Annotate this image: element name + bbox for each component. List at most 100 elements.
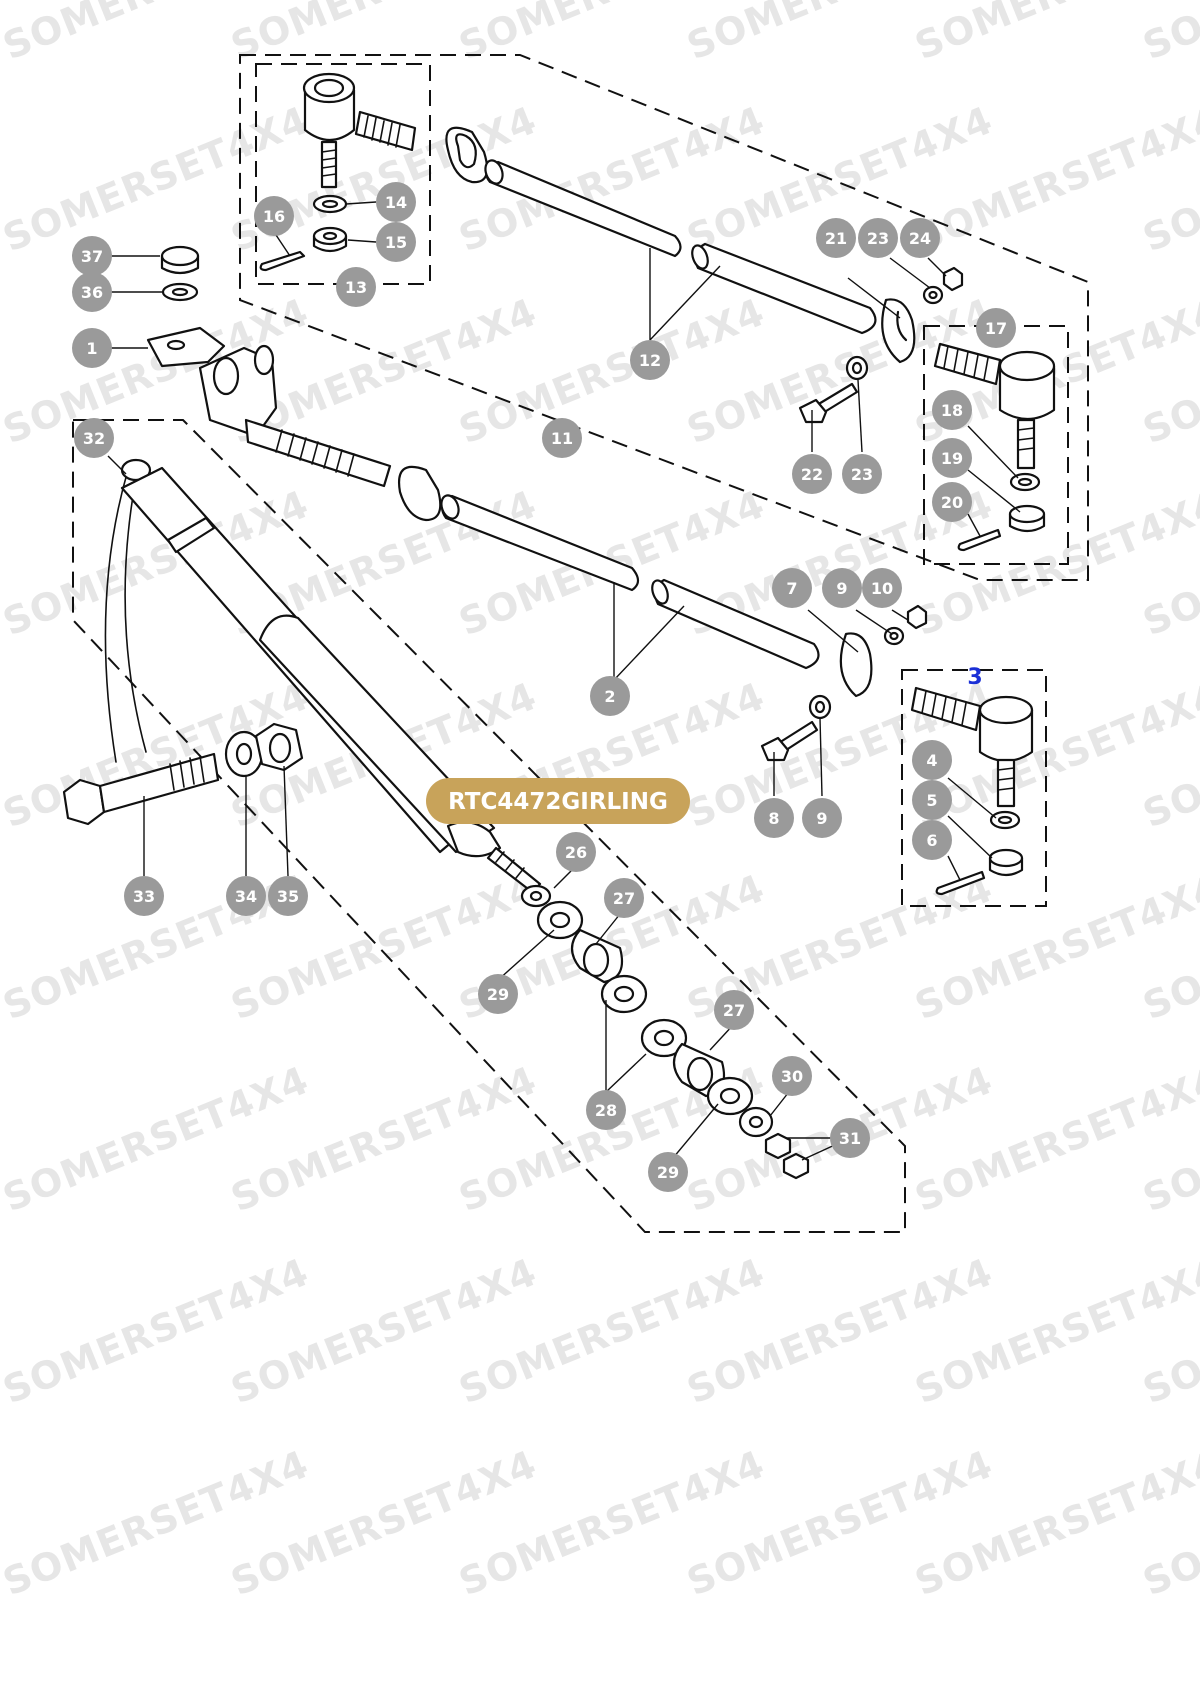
callout-29b[interactable]: 29: [648, 1152, 688, 1192]
callout-13[interactable]: 13: [336, 267, 376, 307]
callout-number[interactable]: 16: [263, 207, 285, 226]
part-number-pill[interactable]: [426, 778, 690, 824]
callout-number[interactable]: 23: [867, 229, 889, 248]
callout-number[interactable]: 33: [133, 887, 155, 906]
callout-16[interactable]: 16: [254, 196, 294, 236]
callout-number[interactable]: 1: [86, 339, 97, 358]
callout-circle[interactable]: [72, 328, 112, 368]
callout-34[interactable]: 34: [226, 876, 266, 916]
callout-circle[interactable]: [124, 876, 164, 916]
callout-circle[interactable]: [376, 222, 416, 262]
callout-33[interactable]: 33: [124, 876, 164, 916]
callout-circle[interactable]: [586, 1090, 626, 1130]
callout-14[interactable]: 14: [376, 182, 416, 222]
callout-circle[interactable]: [772, 1056, 812, 1096]
callout-number[interactable]: 26: [565, 843, 587, 862]
callout-circle[interactable]: [556, 832, 596, 872]
callout-28[interactable]: 28: [586, 1090, 626, 1130]
callout-number[interactable]: 37: [81, 247, 103, 266]
callout-number[interactable]: 24: [909, 229, 931, 248]
callout-circle[interactable]: [754, 798, 794, 838]
callout-number[interactable]: 15: [385, 233, 407, 252]
callout-29a[interactable]: 29: [478, 974, 518, 1014]
callout-number[interactable]: 2: [604, 687, 615, 706]
callout-circle[interactable]: [72, 272, 112, 312]
callout-circle[interactable]: [648, 1152, 688, 1192]
callout-17[interactable]: 17: [976, 308, 1016, 348]
callout-2[interactable]: 2: [590, 676, 630, 716]
callout-circle[interactable]: [772, 568, 812, 608]
callout-11[interactable]: 11: [542, 418, 582, 458]
callout-number[interactable]: 18: [941, 401, 963, 420]
callout-number[interactable]: 27: [613, 889, 635, 908]
callout-number[interactable]: 8: [768, 809, 779, 828]
callout-number[interactable]: 32: [83, 429, 105, 448]
callout-number[interactable]: 36: [81, 283, 103, 302]
callout-4[interactable]: 4: [912, 740, 952, 780]
callout-circle[interactable]: [268, 876, 308, 916]
callout-number[interactable]: 19: [941, 449, 963, 468]
callout-circle[interactable]: [912, 820, 952, 860]
callout-35[interactable]: 35: [268, 876, 308, 916]
callout-circle[interactable]: [842, 454, 882, 494]
callout-24[interactable]: 24: [900, 218, 940, 258]
callout-23b[interactable]: 23: [842, 454, 882, 494]
callout-number[interactable]: 34: [235, 887, 257, 906]
callout-circle[interactable]: [714, 990, 754, 1030]
callout-circle[interactable]: [900, 218, 940, 258]
callout-circle[interactable]: [604, 878, 644, 918]
callout-number[interactable]: 28: [595, 1101, 617, 1120]
callout-number[interactable]: 7: [786, 579, 797, 598]
callout-9b[interactable]: 9: [802, 798, 842, 838]
callout-circle[interactable]: [932, 390, 972, 430]
callout-number[interactable]: 27: [723, 1001, 745, 1020]
callout-number[interactable]: 10: [871, 579, 893, 598]
callout-number[interactable]: 20: [941, 493, 963, 512]
callout-number[interactable]: 11: [551, 429, 573, 448]
callout-number[interactable]: 35: [277, 887, 299, 906]
callout-27b[interactable]: 27: [714, 990, 754, 1030]
callout-circle[interactable]: [254, 196, 294, 236]
callout-circle[interactable]: [376, 182, 416, 222]
callout-number[interactable]: 4: [926, 751, 937, 770]
callout-7[interactable]: 7: [772, 568, 812, 608]
callout-19[interactable]: 19: [932, 438, 972, 478]
part-number-highlight[interactable]: RTC4472GIRLING: [426, 778, 690, 824]
callout-circle[interactable]: [862, 568, 902, 608]
callout-number[interactable]: 29: [487, 985, 509, 1004]
callout-number[interactable]: 29: [657, 1163, 679, 1182]
callout-circle[interactable]: [802, 798, 842, 838]
callout-number[interactable]: 9: [816, 809, 827, 828]
callout-circle[interactable]: [816, 218, 856, 258]
callout-circle[interactable]: [72, 236, 112, 276]
callout-circle[interactable]: [336, 267, 376, 307]
callout-circle[interactable]: [830, 1118, 870, 1158]
part-number-label[interactable]: RTC4472GIRLING: [448, 789, 668, 815]
callout-15[interactable]: 15: [376, 222, 416, 262]
callout-circle[interactable]: [932, 438, 972, 478]
callout-37[interactable]: 37: [72, 236, 112, 276]
callout-number[interactable]: 6: [926, 831, 937, 850]
callout-circle[interactable]: [542, 418, 582, 458]
callout-6[interactable]: 6: [912, 820, 952, 860]
callout-12[interactable]: 12: [630, 340, 670, 380]
callout-circle[interactable]: [590, 676, 630, 716]
callout-circle[interactable]: [932, 482, 972, 522]
callout-26[interactable]: 26: [556, 832, 596, 872]
callout-22[interactable]: 22: [792, 454, 832, 494]
callout-8[interactable]: 8: [754, 798, 794, 838]
callout-number[interactable]: 17: [985, 319, 1007, 338]
callout-36[interactable]: 36: [72, 272, 112, 312]
callout-circle[interactable]: [630, 340, 670, 380]
callout-circle[interactable]: [858, 218, 898, 258]
callout-number[interactable]: 13: [345, 278, 367, 297]
callout-9a[interactable]: 9: [822, 568, 862, 608]
callout-1[interactable]: 1: [72, 328, 112, 368]
callout-32[interactable]: 32: [74, 418, 114, 458]
callout-number[interactable]: 21: [825, 229, 847, 248]
callout-18[interactable]: 18: [932, 390, 972, 430]
callout-circle[interactable]: [912, 740, 952, 780]
callout-20[interactable]: 20: [932, 482, 972, 522]
callout-number[interactable]: 22: [801, 465, 823, 484]
callout-number[interactable]: 5: [926, 791, 937, 810]
